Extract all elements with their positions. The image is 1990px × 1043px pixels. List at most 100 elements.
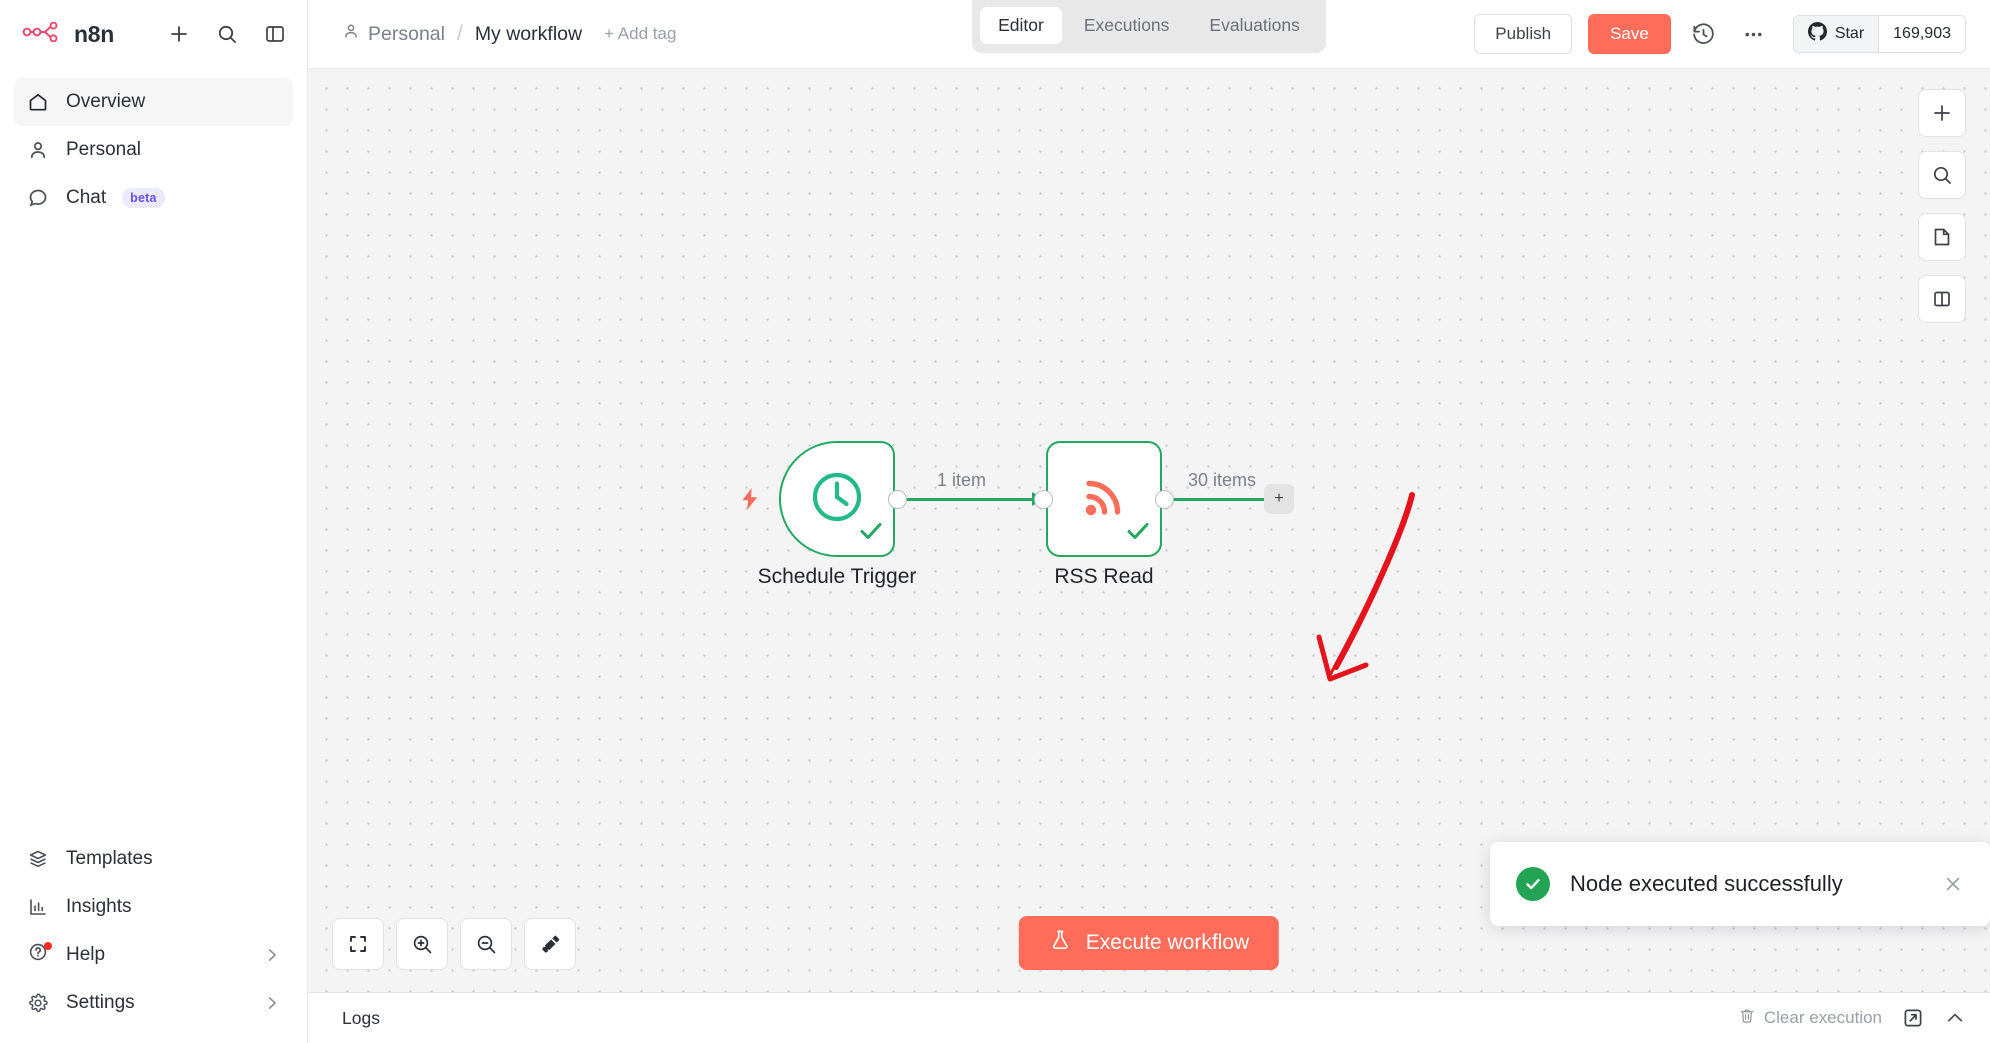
user-icon [342, 22, 360, 46]
clear-execution-button[interactable]: Clear execution [1738, 1007, 1882, 1030]
chevron-right-icon [263, 994, 281, 1012]
toast-message: Node executed successfully [1570, 871, 1843, 896]
breadcrumb: Personal / My workflow + Add tag [342, 22, 676, 46]
open-in-new-icon[interactable] [1902, 1007, 1924, 1029]
canvas-right-tools [1918, 89, 1966, 323]
close-icon[interactable] [1942, 873, 1964, 895]
node-output-port[interactable] [888, 489, 907, 509]
node-schedule-trigger[interactable]: Schedule Trigger [742, 441, 916, 588]
node-label: Schedule Trigger [757, 565, 917, 588]
breadcrumb-project-label: Personal [368, 22, 445, 45]
panel-toggle-icon[interactable] [261, 20, 289, 48]
chevron-up-icon[interactable] [1944, 1007, 1966, 1029]
history-icon[interactable] [1687, 17, 1721, 51]
zoom-to-fit-button[interactable] [332, 918, 384, 970]
sidebar-item-label: Overview [66, 91, 146, 112]
github-star-button[interactable]: Star [1793, 16, 1880, 52]
github-star-widget: Star 169,903 [1792, 15, 1966, 53]
node-success-check-icon [1125, 519, 1151, 548]
node-rss-read[interactable]: RSS Read [1034, 441, 1174, 588]
question-circle-icon [27, 941, 49, 969]
github-icon [1807, 22, 1827, 46]
workflow-header: Personal / My workflow + Add tag Publish… [308, 0, 1990, 68]
box-icon [26, 847, 50, 871]
tidy-up-button[interactable] [524, 918, 576, 970]
sidebar-item-templates[interactable]: Templates [14, 835, 293, 883]
zoom-in-button[interactable] [396, 918, 448, 970]
toast-notification: Node executed successfully [1490, 842, 1990, 926]
node-body[interactable] [1046, 441, 1162, 557]
sidebar-nav: Overview Personal Chat beta [0, 68, 307, 222]
breadcrumb-separator: / [456, 22, 463, 45]
sidebar: n8n Overview [0, 0, 308, 1043]
github-star-label: Star [1834, 25, 1865, 42]
sidebar-item-help[interactable]: Help [14, 931, 293, 979]
canvas-zoom-tools [332, 918, 576, 970]
home-icon [26, 90, 50, 114]
trigger-bolt-icon [737, 485, 763, 518]
add-node-button[interactable] [1918, 89, 1966, 137]
sidebar-item-settings[interactable]: Settings [14, 979, 293, 1027]
notification-dot [44, 942, 52, 950]
publish-button[interactable]: Publish [1474, 14, 1573, 54]
beta-badge: beta [122, 188, 165, 208]
sidebar-item-label: Personal [66, 139, 141, 160]
github-star-count[interactable]: 169,903 [1879, 16, 1965, 52]
trash-icon [1738, 1007, 1756, 1030]
clock-icon [807, 467, 867, 532]
add-sticky-note-button[interactable] [1918, 213, 1966, 261]
n8n-logo-icon [22, 21, 64, 47]
workflow-tabs: Editor Executions Evaluations [972, 0, 1326, 53]
sidebar-item-label: Insights [66, 896, 132, 917]
logs-bar[interactable]: Logs Clear execution [308, 992, 1990, 1043]
execute-workflow-button[interactable]: Execute workflow [1018, 916, 1280, 970]
search-icon[interactable] [213, 20, 241, 48]
connection-line-1[interactable] [904, 498, 1037, 501]
tab-evaluations[interactable]: Evaluations [1209, 15, 1300, 35]
sidebar-top-actions [165, 20, 289, 48]
chat-bubble-icon [26, 186, 50, 210]
toggle-panel-button[interactable] [1918, 275, 1966, 323]
sidebar-item-label: Help [66, 944, 106, 965]
connection-label-1: 1 item [937, 470, 987, 490]
node-body[interactable] [779, 441, 895, 557]
main-area: Personal / My workflow + Add tag Publish… [308, 0, 1990, 1043]
connection-line-2[interactable] [1171, 498, 1269, 501]
plus-icon[interactable] [165, 20, 193, 48]
brand-logo[interactable]: n8n [22, 21, 114, 48]
sidebar-item-personal[interactable]: Personal [14, 126, 293, 174]
add-tag-button[interactable]: + Add tag [604, 24, 677, 43]
sidebar-item-overview[interactable]: Overview [14, 78, 293, 126]
brand-name: n8n [74, 20, 114, 47]
sidebar-item-label: Settings [66, 992, 135, 1013]
logs-bar-actions: Clear execution [1738, 1007, 1966, 1030]
node-output-port[interactable] [1155, 489, 1174, 509]
sidebar-bottom-nav: Templates Insights Help [0, 835, 307, 1043]
gear-icon [26, 991, 50, 1015]
add-node-chip[interactable]: + [1264, 484, 1294, 514]
flask-icon [1049, 928, 1072, 958]
node-input-port[interactable] [1034, 489, 1053, 509]
sidebar-item-chat[interactable]: Chat beta [14, 174, 293, 222]
workflow-name[interactable]: My workflow [474, 22, 583, 45]
workflow-canvas[interactable]: Schedule Trigger 1 item [308, 68, 1990, 992]
node-label: RSS Read [1054, 565, 1154, 588]
success-check-icon [1516, 867, 1550, 901]
sidebar-header: n8n [0, 0, 307, 68]
save-button[interactable]: Save [1588, 14, 1671, 54]
search-nodes-button[interactable] [1918, 151, 1966, 199]
sidebar-item-label: Chat [66, 187, 107, 208]
sidebar-item-insights[interactable]: Insights [14, 883, 293, 931]
user-icon [26, 138, 50, 162]
clear-execution-label: Clear execution [1763, 1008, 1882, 1027]
tab-executions[interactable]: Executions [1083, 15, 1170, 35]
chevron-right-icon [263, 946, 281, 964]
node-success-check-icon [858, 519, 884, 548]
breadcrumb-project[interactable]: Personal [342, 22, 445, 46]
zoom-out-button[interactable] [460, 918, 512, 970]
execute-workflow-label: Execute workflow [1085, 931, 1250, 954]
ellipsis-icon[interactable] [1737, 17, 1771, 51]
tab-editor[interactable]: Editor [980, 7, 1062, 44]
sidebar-item-label: Templates [66, 848, 153, 869]
